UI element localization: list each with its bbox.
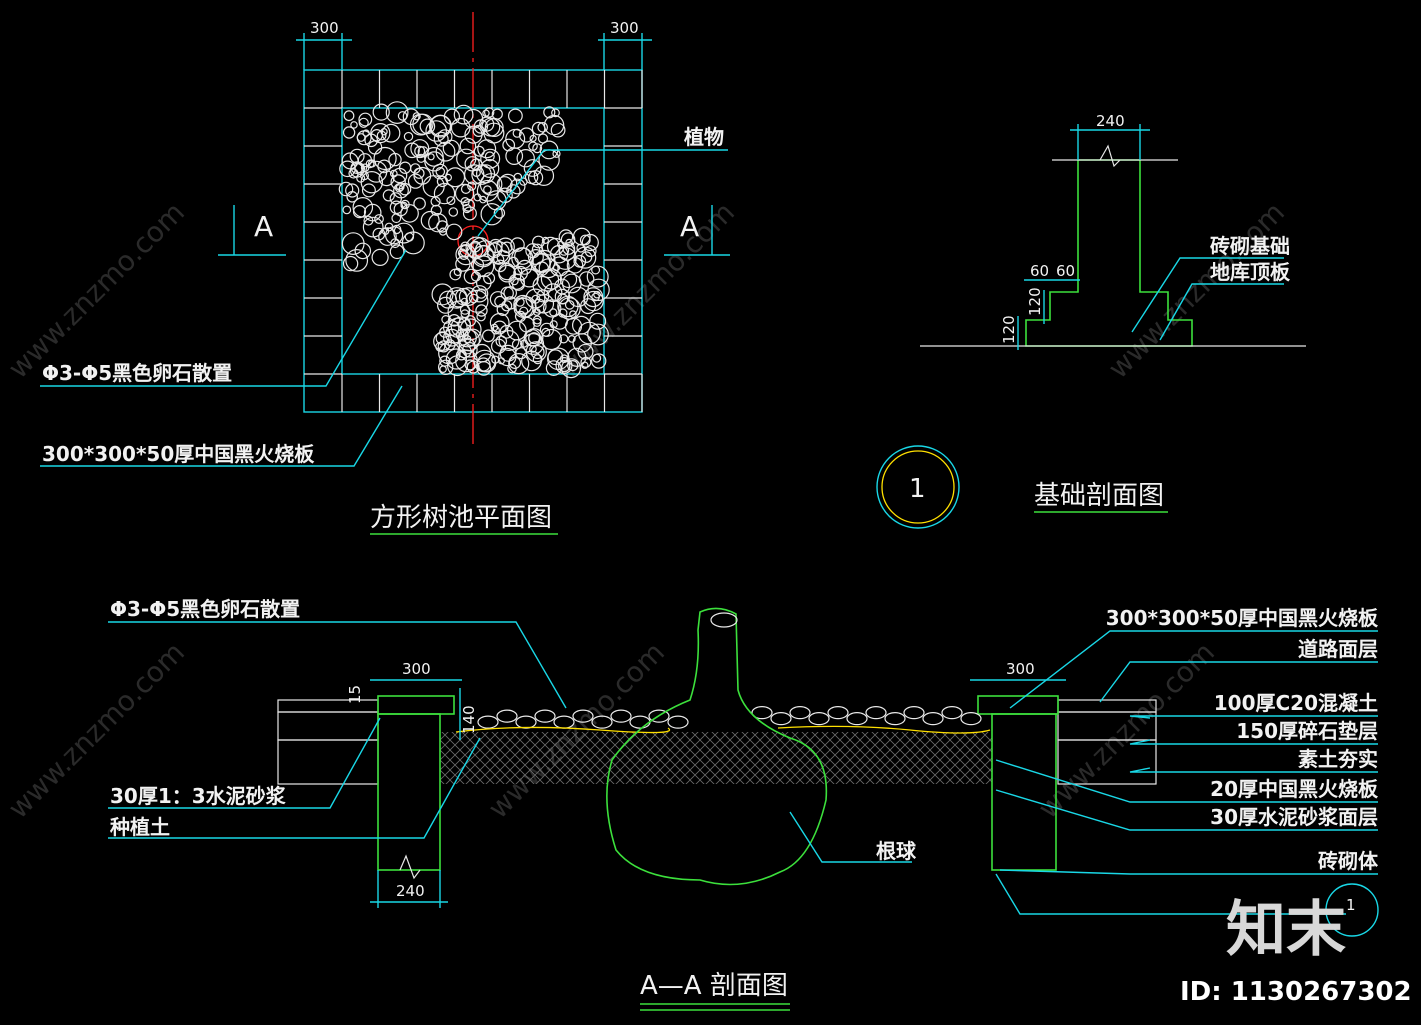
detail-marker-number: 1 <box>909 474 926 504</box>
label-slab-plan: 300*300*50厚中国黑火烧板 <box>42 442 315 466</box>
dim-240-foundation: 240 <box>1096 112 1125 130</box>
plan-view: 300 300 A A 植物 Φ3-Φ5黑色卵石散置 300*300*50厚中国… <box>40 12 730 535</box>
layer-label: 100厚C20混凝土 <box>1214 691 1378 715</box>
layer-label: 砖砌体 <box>1318 849 1379 873</box>
detail-marker: 1 <box>876 445 960 529</box>
pebble-cluster <box>338 101 610 379</box>
label-pebbles-section: Φ3-Φ5黑色卵石散置 <box>110 597 300 621</box>
watermark-text: www.znzmo.com <box>1032 636 1221 825</box>
layer-label: 道路面层 <box>1298 637 1378 661</box>
watermark-text: www.znzmo.com <box>1102 196 1291 385</box>
dim-300-section-right: 300 <box>1006 660 1035 678</box>
plan-title: 方形树池平面图 <box>370 503 552 533</box>
label-plant: 植物 <box>684 125 724 149</box>
pebble-row <box>477 706 982 729</box>
dim-300-section-left: 300 <box>402 660 431 678</box>
label-mortar: 30厚1：3水泥砂浆 <box>110 784 287 808</box>
layer-label: 素土夯实 <box>1298 747 1378 771</box>
label-planting-soil: 种植土 <box>109 815 170 839</box>
section-title: A—A 剖面图 <box>640 971 788 1001</box>
foundation-section: 240 60 60 120 120 砖砌基础 地库顶板 基础剖面图 <box>920 112 1306 513</box>
dim-240-section: 240 <box>396 882 425 900</box>
dim-15: 15 <box>346 685 364 704</box>
watermark-id: ID: 1130267302 <box>1180 977 1412 1007</box>
label-brick-base: 砖砌基础 <box>1210 234 1290 258</box>
paving-tiles <box>304 70 643 412</box>
dim-120-b: 120 <box>1000 315 1018 344</box>
layer-label: 150厚碎石垫层 <box>1236 719 1378 743</box>
root-ball <box>606 607 828 886</box>
layer-label: 30厚水泥砂浆面层 <box>1210 805 1378 829</box>
watermark-text: www.znzmo.com <box>2 196 191 385</box>
layer-label: 20厚中国黑火烧板 <box>1210 777 1379 801</box>
label-root-ball: 根球 <box>876 839 917 863</box>
watermark-logo: 知末 <box>1226 895 1346 965</box>
dim-60-a: 60 <box>1030 262 1049 280</box>
section-mark-a-left: A <box>254 210 273 243</box>
section-aa: 300 300 15 140 240 Φ3-Φ5黑色卵石散置 30厚1：3水泥砂… <box>108 597 1379 1011</box>
dim-140: 140 <box>460 705 478 734</box>
watermark-text: www.znzmo.com <box>482 636 671 825</box>
dim-120-a: 120 <box>1026 287 1044 316</box>
label-garage-roof: 地库顶板 <box>1210 260 1291 284</box>
callout-ref: 1 <box>1346 896 1356 914</box>
layer-label: 300*300*50厚中国黑火烧板 <box>1106 606 1379 630</box>
dim-300-right: 300 <box>610 19 639 37</box>
foundation-title: 基础剖面图 <box>1034 481 1164 511</box>
section-mark-a-right: A <box>680 210 699 243</box>
dim-300-left: 300 <box>310 19 339 37</box>
label-pebbles-plan: Φ3-Φ5黑色卵石散置 <box>42 361 232 385</box>
dim-60-b: 60 <box>1056 262 1075 280</box>
